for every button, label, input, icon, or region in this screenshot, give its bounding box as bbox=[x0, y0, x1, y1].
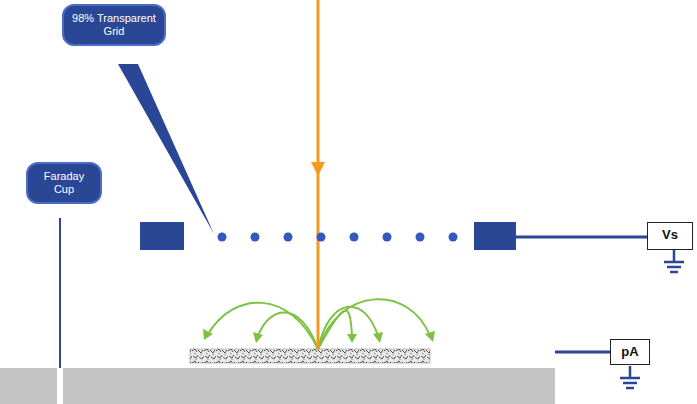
node-label: 98% Transparent Grid bbox=[70, 12, 158, 38]
substrate bbox=[0, 368, 555, 404]
callout-tail bbox=[118, 64, 214, 234]
node-label: pA bbox=[617, 344, 643, 360]
wire bbox=[516, 236, 650, 239]
grid-frame bbox=[140, 222, 184, 250]
grid-frame bbox=[474, 222, 516, 250]
node-label: Vs bbox=[654, 227, 686, 243]
voltage-source-box: Vs bbox=[647, 222, 693, 250]
callout-box: 98% Transparent Grid bbox=[62, 4, 166, 46]
callout-box: Faraday Cup bbox=[26, 162, 102, 204]
callout-tail bbox=[59, 218, 61, 368]
ground-symbol bbox=[620, 366, 640, 388]
faraday-cup-aperture bbox=[57, 368, 63, 404]
wire bbox=[555, 351, 610, 354]
sample bbox=[190, 349, 430, 363]
node-label: Faraday Cup bbox=[34, 170, 94, 196]
picoammeter-box: pA bbox=[610, 339, 650, 365]
grid-wires bbox=[218, 233, 458, 242]
ground-symbol bbox=[664, 250, 684, 272]
beam-arrowhead bbox=[311, 162, 325, 176]
